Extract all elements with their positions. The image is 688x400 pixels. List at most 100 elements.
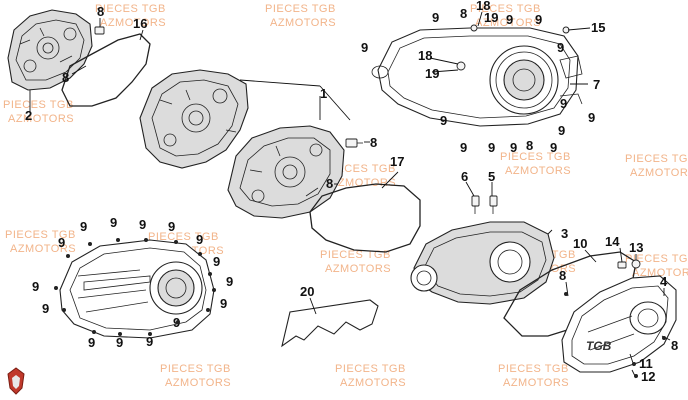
cvt-outer-cover: TGB — [561, 275, 677, 373]
watermark-text: PIECES TGB — [625, 253, 688, 265]
callout-label: 9 — [488, 140, 495, 155]
watermark-text: AZMOTORS — [340, 377, 406, 389]
callout-label: 8 — [559, 268, 566, 283]
callout-label: 8 — [97, 4, 104, 19]
watermark-text: AZMOTORS — [475, 17, 541, 29]
callout-label: 13 — [629, 240, 643, 255]
watermark-text: PIECES TGB — [160, 363, 231, 375]
cvt-inner-cover — [59, 239, 215, 339]
callout-label: 9 — [116, 335, 123, 350]
callout-label: 9 — [88, 335, 95, 350]
transmission-cover — [410, 221, 555, 305]
callout-label: 8 — [526, 138, 533, 153]
callout-label: 20 — [300, 284, 314, 299]
watermark-text: PIECES TGB — [148, 231, 219, 243]
watermark-text: PIECES TGB — [470, 3, 541, 15]
sealing-strip — [281, 299, 379, 348]
callout-label: 9 — [226, 274, 233, 289]
bolt-icon — [94, 26, 105, 35]
callout-label: 8 — [460, 6, 467, 21]
callout-label: 7 — [593, 77, 600, 92]
watermark-text: PIECES TGB — [335, 363, 406, 375]
callout-label: 8 — [370, 135, 377, 150]
callout-label: 9 — [361, 40, 368, 55]
watermark-text: PIECES TGB — [500, 151, 571, 163]
watermark-text: PIECES TGB — [95, 3, 166, 15]
callout-label: 12 — [641, 369, 655, 384]
watermark-text: AZMOTORS — [505, 165, 571, 177]
clutch-cover — [371, 27, 583, 127]
watermark-text: AZMOTORS — [630, 167, 688, 179]
callout-label: 8 — [671, 338, 678, 353]
callout-label: 6 — [461, 169, 468, 184]
crankcase-assembly-right — [227, 125, 345, 219]
callout-label: 9 — [510, 140, 517, 155]
callout-label: 9 — [558, 123, 565, 138]
callout-label: 9 — [32, 279, 39, 294]
callout-label: 18 — [418, 48, 432, 63]
bolt-icon — [489, 195, 498, 214]
brand-logo-text: TGB — [586, 339, 612, 353]
callout-label: 8 — [62, 70, 69, 85]
plug-icon — [456, 24, 570, 71]
callout-label: 9 — [139, 217, 146, 232]
watermark-text: AZMOTORS — [270, 17, 336, 29]
watermark-text: AZMOTORS — [325, 263, 391, 275]
cvt-cover-gasket — [503, 251, 637, 337]
shield-logo-icon — [7, 367, 25, 395]
watermark-text: PIECES TGB — [5, 229, 76, 241]
watermark-text: AZMOTORS — [100, 17, 166, 29]
callout-label: 9 — [42, 301, 49, 316]
callout-label: 9 — [213, 254, 220, 269]
callout-label: 9 — [146, 334, 153, 349]
cover-gasket — [309, 183, 421, 253]
callout-label: 9 — [557, 40, 564, 55]
callout-label: 19 — [484, 10, 498, 25]
callout-label: 9 — [196, 232, 203, 247]
watermark-text: AZMOTORS — [330, 177, 396, 189]
watermark-text: AZMOTORS — [632, 267, 688, 279]
callout-label: 9 — [168, 219, 175, 234]
watermark-text: AZMOTORS — [10, 243, 76, 255]
crankcase-assembly-left — [139, 69, 249, 169]
callout-label: 18 — [476, 0, 490, 13]
left-crankcase-half — [7, 9, 93, 91]
callout-label: 19 — [425, 66, 439, 81]
callout-label: 9 — [110, 215, 117, 230]
callout-label: 8 — [326, 176, 333, 191]
callout-label: 2 — [25, 108, 32, 123]
watermark-text: PIECES TGB — [320, 249, 391, 261]
callout-label: 10 — [573, 236, 587, 251]
callout-label: 15 — [591, 20, 605, 35]
callout-label: 9 — [535, 12, 542, 27]
callout-label: 9 — [460, 140, 467, 155]
callout-labels: 2 8 8 16 1 8 8 17 8 18 19 9 9 9 15 9 18 … — [25, 0, 678, 384]
callout-label: 9 — [560, 96, 567, 111]
callout-label: 9 — [80, 219, 87, 234]
watermark-text: AZMOTORS — [165, 377, 231, 389]
callout-label: 11 — [639, 356, 653, 371]
callout-label: 5 — [488, 169, 495, 184]
callout-label: 9 — [440, 113, 447, 128]
callout-label: 16 — [133, 16, 147, 31]
callout-label: 9 — [506, 12, 513, 27]
bolt-markers — [54, 238, 666, 378]
watermark-text: AZMOTORS — [503, 377, 569, 389]
callout-label: 9 — [432, 10, 439, 25]
watermark-text: PIECES TGB — [265, 3, 336, 15]
watermark-text: PIECES TGB — [3, 99, 74, 111]
bolt-icon — [471, 195, 480, 214]
callout-label: 9 — [588, 110, 595, 125]
bolt-icon — [345, 138, 363, 148]
callout-label: 17 — [390, 154, 404, 169]
watermark-text: PIECES TGB — [625, 153, 688, 165]
crankcase-gasket — [61, 33, 151, 107]
callout-label: 4 — [660, 274, 668, 289]
watermark-text: AZMOTORS — [8, 113, 74, 125]
callout-label: 9 — [550, 140, 557, 155]
callout-label: 14 — [605, 234, 620, 249]
callout-label: 9 — [58, 235, 65, 250]
callout-label: 1 — [320, 86, 327, 101]
